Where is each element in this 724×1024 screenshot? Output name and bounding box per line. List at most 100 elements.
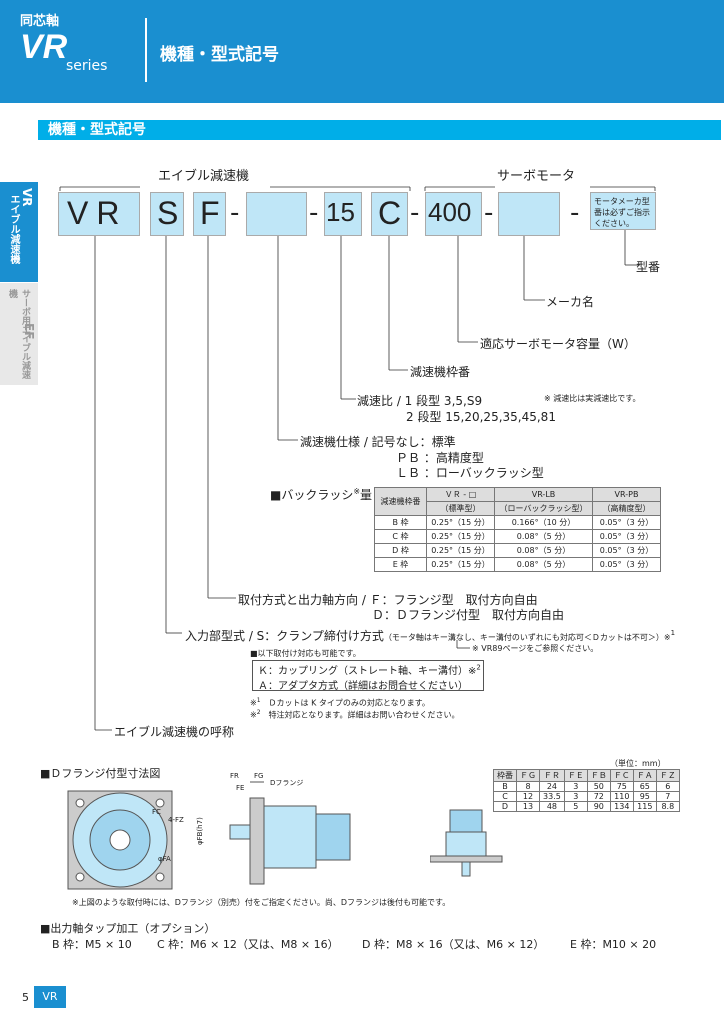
backlash-subheader-row: （標準型） （ローバックラッシ型） （高精度型）: [375, 501, 661, 516]
table-header: ＦＲ: [539, 769, 565, 782]
table-cell: C 枠: [374, 529, 427, 544]
table-header: ＦＡ: [632, 769, 657, 782]
table-cell: B: [493, 781, 517, 792]
shaft-circle: [109, 829, 131, 851]
table-cell: 5: [563, 801, 588, 812]
bolt-hole: [155, 872, 165, 882]
reducer-body: [263, 805, 317, 869]
backlash-subheader: （ローバックラッシ型）: [494, 501, 593, 516]
code-dash-1: -: [230, 198, 240, 228]
brand-label: VR: [20, 28, 68, 66]
page-number-box: 5: [0, 986, 34, 1008]
table-header: ＦＥ: [563, 769, 588, 782]
code-400: 400: [428, 197, 472, 227]
side-tab-ef-label: サーボ用エイブル減速機: [7, 289, 30, 379]
backlash-title-text: ■バックラッシ: [270, 488, 354, 502]
table-cell: 0.08°（5 分）: [494, 529, 593, 544]
option-k: Ｋ：カップリング（ストレート軸、キー溝付）※2: [258, 662, 481, 677]
table-cell: 13: [516, 801, 540, 812]
dflange-title: ■Ｄフランジ付型寸法図: [40, 767, 161, 780]
callout-model-no: 型番: [636, 260, 661, 274]
table-cell: 110: [609, 791, 634, 802]
dflange-side-view: [229, 781, 351, 885]
page-header: 同芯軸 VR series 機種・型式記号: [0, 0, 724, 103]
mounting-example-view: [430, 809, 503, 877]
label-fe: FE: [236, 784, 245, 792]
backlash-header-row: 減速機枠番 ＶＲ - □ VR-LB VR-PB: [374, 487, 661, 516]
code-box-vr: VR: [58, 192, 140, 236]
note-box: モータメーカ型番は必ずご指示ください。: [590, 192, 656, 230]
bolt-hole: [155, 798, 165, 808]
table-cell: D 枠: [374, 543, 427, 558]
table-cell: 75: [609, 781, 634, 792]
table-cell: 0.25°（15 分）: [426, 543, 495, 558]
code-dash-3: -: [410, 198, 420, 228]
table-cell: 0.08°（5 分）: [494, 557, 593, 572]
footnote-2: ※2 特注対応となります。詳細はお問い合わせください。: [250, 709, 460, 721]
table-cell: 0.05°（3 分）: [592, 543, 661, 558]
footnote-2-sup: 2: [256, 709, 261, 716]
code-box-ratio: 15: [324, 192, 362, 236]
code-box-s: S: [150, 192, 184, 236]
side-tab-vr-label: エイブル減速機: [8, 194, 19, 264]
backlash-table: 減速機枠番 ＶＲ - □ VR-LB VR-PB （標準型） （ローバックラッシ…: [374, 487, 661, 572]
header-divider: [145, 18, 147, 82]
code-box-capacity: 400: [425, 192, 482, 236]
dflange-unit: （単位：mm）: [610, 759, 666, 768]
label-fc: FC: [152, 808, 161, 816]
base-plate: [430, 855, 503, 863]
callout-input-main: 入力部型式 / S：クランプ締付け方式: [185, 629, 384, 643]
table-cell: 3: [563, 781, 588, 792]
table-cell: 90: [586, 801, 611, 812]
output-shaft: [229, 824, 251, 840]
table-cell: 24: [539, 781, 565, 792]
footnote-2-mark: ※: [250, 710, 257, 720]
shaft-block: [461, 861, 471, 877]
dflange-front-view: [67, 790, 173, 890]
callout-spec-2: ＰＢ ：高精度型: [396, 451, 484, 465]
code-dash-4: -: [484, 198, 494, 228]
group-label-servo: サーボモータ: [497, 169, 576, 184]
label-fg: FG: [254, 772, 264, 780]
motor-block: [449, 809, 483, 833]
callout-ratio-note: ※ 減速比は実減速比です。: [544, 394, 641, 403]
label-fz: 4-FZ: [168, 816, 184, 824]
category-label: 同芯軸: [20, 14, 60, 29]
callout-mount-2: Ｄ：Ｄフランジ付型 取付方向自由: [372, 608, 565, 622]
callout-maker: メーカ名: [546, 295, 595, 309]
option-k-text: Ｋ：カップリング（ストレート軸、キー溝付）※: [258, 666, 477, 677]
callout-input-sup: 1: [670, 629, 676, 637]
side-tab-vr[interactable]: VR エイブル減速機: [0, 182, 38, 282]
table-cell: 95: [632, 791, 657, 802]
code-vr: VR: [67, 195, 128, 231]
side-tab-ef-letters: EF: [22, 323, 36, 340]
table-cell: 65: [632, 781, 657, 792]
callout-frame: 減速機枠番: [410, 365, 471, 379]
backlash-header: VR-LB: [494, 487, 593, 502]
table-cell: 0.08°（5 分）: [494, 543, 593, 558]
side-tab-vr-letters: VR: [20, 188, 34, 207]
option-box: Ｋ：カップリング（ストレート軸、キー溝付）※2 Ａ：アダプタ方式（詳細はお問合せ…: [252, 660, 484, 692]
table-cell: 8.8: [655, 801, 680, 812]
callout-input: 入力部型式 / S：クランプ締付け方式（モータ軸はキー溝なし、キー溝付のいずれに…: [185, 627, 675, 644]
group-label-reducer: エイブル減速機: [158, 169, 250, 184]
side-tab-ef[interactable]: EF サーボ用エイブル減速機: [0, 283, 38, 385]
code-box-f: F: [193, 192, 226, 236]
page-title: 機種・型式記号: [160, 45, 279, 65]
table-cell: 48: [539, 801, 565, 812]
code-dash-5: -: [570, 198, 580, 228]
code-box-frame: C: [371, 192, 408, 236]
table-cell: 6: [655, 781, 680, 792]
callout-input-small: （モータ軸はキー溝なし、キー溝付のいずれにも対応可＜Ｄカットは不可＞）※: [383, 633, 671, 642]
series-label: series: [66, 58, 108, 74]
table-header: ＦＺ: [655, 769, 680, 782]
tap-title: ■出力軸タップ加工（オプション）: [40, 922, 216, 935]
tap-d: D 枠：M8 × 16（又は、M6 × 12）: [362, 938, 545, 951]
